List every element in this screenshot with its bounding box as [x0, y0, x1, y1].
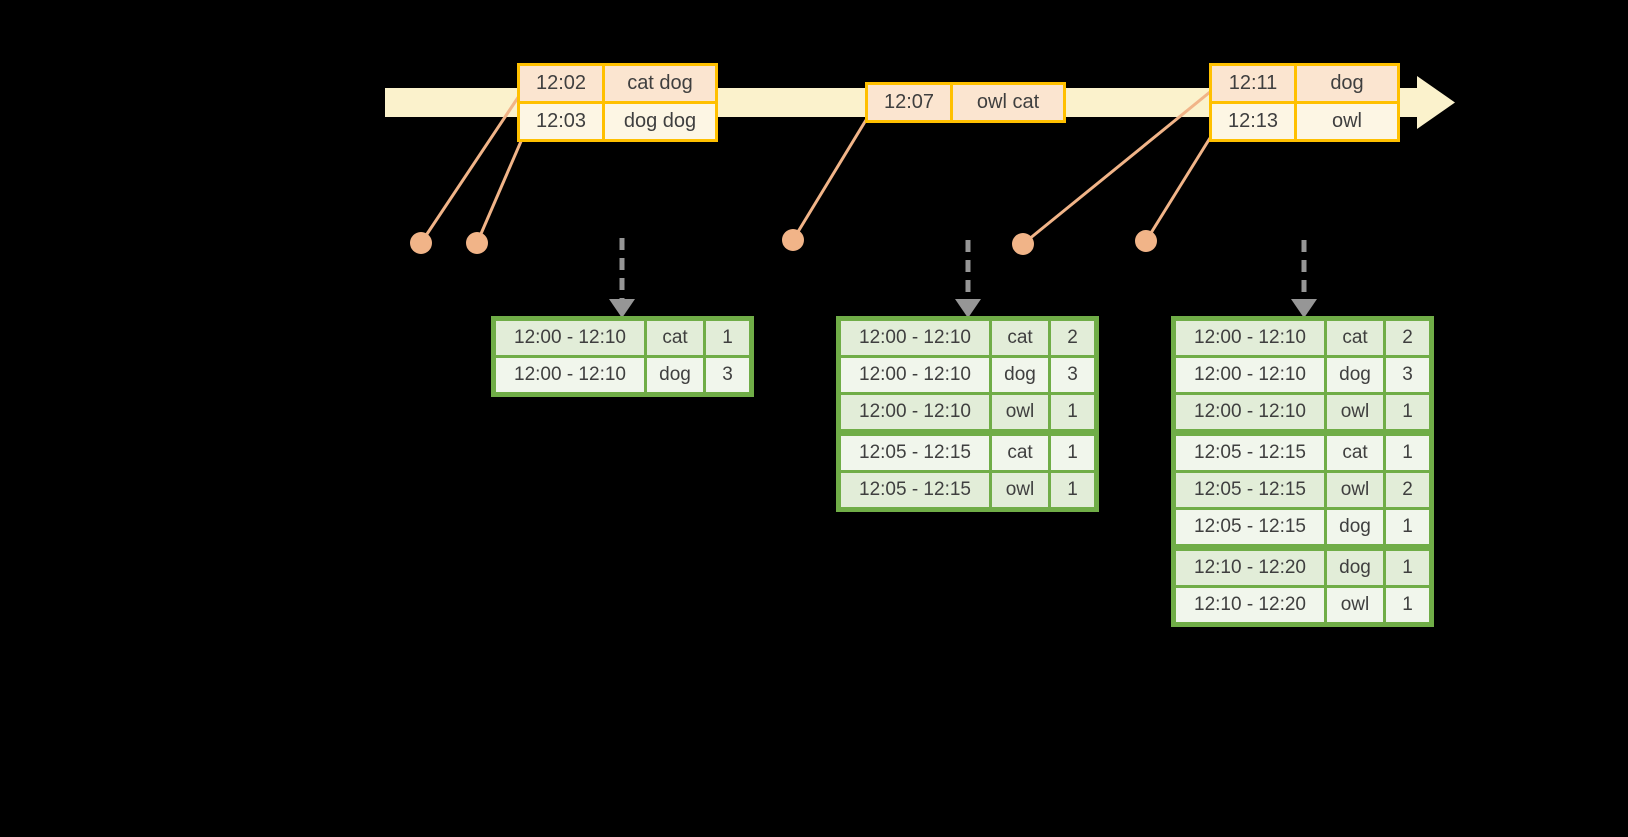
event-dot [466, 232, 488, 254]
window-cell: 12:00 - 12:10 [492, 355, 647, 396]
word-cell: dog [1324, 507, 1386, 551]
window-cell: 12:05 - 12:15 [1172, 507, 1327, 551]
event-connector-line [1144, 137, 1212, 242]
count-cell: 2 [1383, 470, 1433, 510]
word-cell: owl [989, 470, 1051, 511]
window-cell: 12:00 - 12:10 [1172, 355, 1327, 395]
event-connector-line [475, 138, 524, 244]
count-cell: 1 [1383, 431, 1433, 473]
event-time-cell: 12:13 [1209, 101, 1297, 142]
window-cell: 12:10 - 12:20 [1172, 585, 1327, 626]
word-cell: cat [989, 317, 1051, 358]
window-cell: 12:00 - 12:10 [492, 317, 647, 358]
count-cell: 1 [1383, 546, 1433, 588]
result-table-1: 12:00 - 12:10 cat 1 12:00 - 12:10 dog 3 [491, 316, 754, 397]
count-cell: 3 [1048, 355, 1098, 395]
event-row: 12:03 dog dog [517, 101, 718, 142]
word-cell: owl [1324, 470, 1386, 510]
window-cell: 12:05 - 12:15 [1172, 470, 1327, 510]
event-row: 12:13 owl [1209, 101, 1400, 142]
result-row: 12:00 - 12:10 cat 2 [1172, 317, 1433, 358]
word-cell: cat [1324, 317, 1386, 358]
count-cell: 1 [1048, 392, 1098, 436]
count-cell: 1 [1048, 470, 1098, 511]
count-cell: 2 [1048, 317, 1098, 358]
event-dots [410, 229, 1157, 255]
result-row: 12:00 - 12:10 cat 1 [492, 317, 753, 358]
window-cell: 12:00 - 12:10 [837, 355, 992, 395]
event-dot [782, 229, 804, 251]
word-cell: cat [989, 431, 1051, 473]
window-cell: 12:00 - 12:10 [837, 317, 992, 358]
word-cell: cat [644, 317, 706, 358]
result-row: 12:05 - 12:15 cat 1 [1172, 431, 1433, 473]
count-cell: 1 [1383, 585, 1433, 626]
trigger-arrow-icon [955, 240, 981, 318]
word-cell: dog [1324, 355, 1386, 395]
result-row: 12:00 - 12:10 dog 3 [492, 355, 753, 396]
count-cell: 1 [1383, 507, 1433, 551]
event-data-cell: owl cat [950, 82, 1066, 123]
count-cell: 2 [1383, 317, 1433, 358]
result-row: 12:00 - 12:10 dog 3 [837, 355, 1098, 395]
result-row: 12:05 - 12:15 owl 2 [1172, 470, 1433, 510]
timeline-arrowhead-icon [1417, 76, 1455, 129]
result-table-3: 12:00 - 12:10 cat 2 12:00 - 12:10 dog 3 … [1171, 316, 1434, 627]
event-table-1: 12:02 cat dog 12:03 dog dog [517, 63, 718, 142]
window-cell: 12:00 - 12:10 [837, 392, 992, 436]
event-data-cell: cat dog [602, 63, 718, 104]
event-table-3: 12:11 dog 12:13 owl [1209, 63, 1400, 142]
result-row: 12:05 - 12:15 cat 1 [837, 431, 1098, 473]
word-cell: owl [1324, 392, 1386, 436]
event-dot [410, 232, 432, 254]
word-cell: owl [989, 392, 1051, 436]
event-connector-line [1022, 90, 1211, 246]
count-cell: 1 [703, 317, 753, 358]
window-cell: 12:05 - 12:15 [837, 470, 992, 511]
event-table-2: 12:07 owl cat [865, 82, 1066, 123]
event-row: 12:11 dog [1209, 63, 1400, 104]
event-time-cell: 12:02 [517, 63, 605, 104]
count-cell: 1 [1383, 392, 1433, 436]
event-data-cell: dog dog [602, 101, 718, 142]
result-table-2: 12:00 - 12:10 cat 2 12:00 - 12:10 dog 3 … [836, 316, 1099, 512]
trigger-arrows [609, 238, 1317, 318]
window-cell: 12:05 - 12:15 [1172, 431, 1327, 473]
event-data-cell: owl [1294, 101, 1400, 142]
trigger-arrow-icon [609, 238, 635, 318]
word-cell: dog [989, 355, 1051, 395]
event-dot [1012, 233, 1034, 255]
result-row: 12:00 - 12:10 dog 3 [1172, 355, 1433, 395]
event-connector-lines [419, 90, 1212, 246]
window-cell: 12:00 - 12:10 [1172, 317, 1327, 358]
event-data-cell: dog [1294, 63, 1400, 104]
window-cell: 12:10 - 12:20 [1172, 546, 1327, 588]
window-cell: 12:05 - 12:15 [837, 431, 992, 473]
result-row: 12:05 - 12:15 owl 1 [837, 470, 1098, 511]
event-connector-line [791, 119, 868, 241]
event-row: 12:02 cat dog [517, 63, 718, 104]
word-cell: dog [1324, 546, 1386, 588]
result-row: 12:10 - 12:20 owl 1 [1172, 585, 1433, 626]
count-cell: 3 [1383, 355, 1433, 395]
result-row: 12:05 - 12:15 dog 1 [1172, 507, 1433, 551]
event-time-cell: 12:11 [1209, 63, 1297, 104]
result-row: 12:00 - 12:10 owl 1 [1172, 392, 1433, 436]
word-cell: dog [644, 355, 706, 396]
result-row: 12:10 - 12:20 dog 1 [1172, 546, 1433, 588]
window-cell: 12:00 - 12:10 [1172, 392, 1327, 436]
event-row: 12:07 owl cat [865, 82, 1066, 123]
event-time-cell: 12:07 [865, 82, 953, 123]
trigger-arrow-icon [1291, 240, 1317, 318]
word-cell: cat [1324, 431, 1386, 473]
count-cell: 3 [703, 355, 753, 396]
result-row: 12:00 - 12:10 cat 2 [837, 317, 1098, 358]
result-row: 12:00 - 12:10 owl 1 [837, 392, 1098, 436]
event-dot [1135, 230, 1157, 252]
word-cell: owl [1324, 585, 1386, 626]
count-cell: 1 [1048, 431, 1098, 473]
event-connector-line [419, 95, 521, 244]
event-time-cell: 12:03 [517, 101, 605, 142]
